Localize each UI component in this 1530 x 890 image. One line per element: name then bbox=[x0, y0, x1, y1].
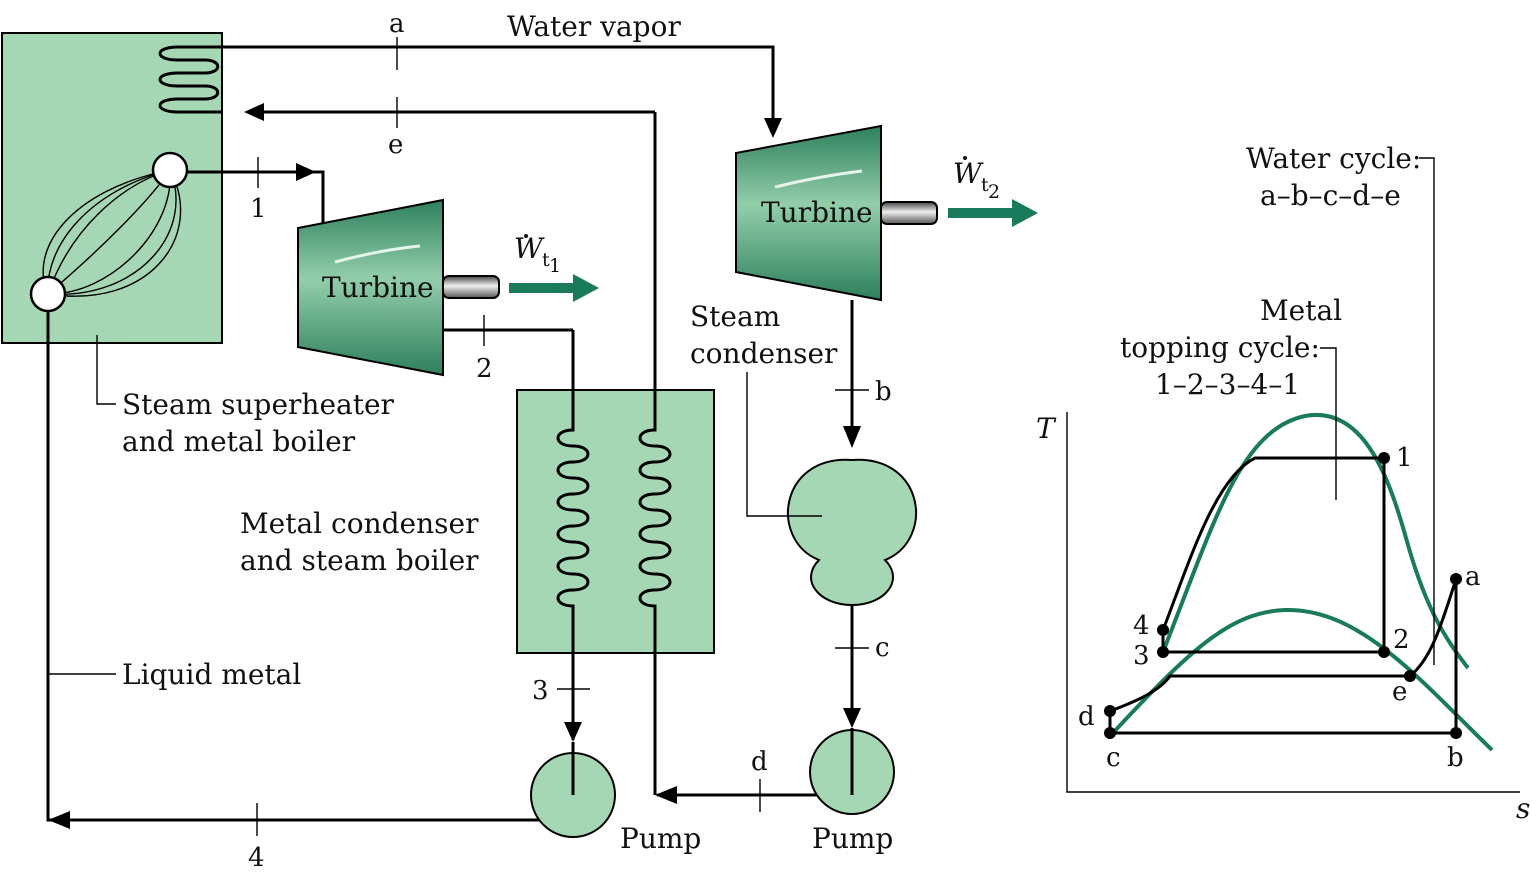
svg-text:c: c bbox=[875, 633, 890, 663]
svg-text:c: c bbox=[1106, 743, 1121, 773]
ts-axis-s: s bbox=[1516, 792, 1530, 825]
svg-text:3: 3 bbox=[532, 676, 549, 706]
svg-text:2: 2 bbox=[988, 181, 1000, 203]
svg-text:W: W bbox=[953, 157, 984, 190]
svg-text:e: e bbox=[388, 130, 403, 160]
steam-condenser bbox=[786, 458, 918, 607]
svg-text:d: d bbox=[751, 747, 768, 777]
water-cycle-path: a–b–c–d–e bbox=[1260, 179, 1401, 212]
svg-text:2: 2 bbox=[1393, 625, 1410, 655]
pump-2: Pump bbox=[809, 728, 895, 855]
pump-1: Pump bbox=[530, 742, 701, 855]
water-vapor-label: Water vapor bbox=[507, 10, 681, 43]
turbine-2-label: Turbine bbox=[761, 196, 873, 229]
svg-text:1: 1 bbox=[549, 255, 561, 277]
metal-condenser-label-line2: and steam boiler bbox=[240, 544, 479, 577]
superheater-label-line1: Steam superheater bbox=[122, 388, 395, 421]
svg-text:3: 3 bbox=[1133, 641, 1150, 671]
work-label-1: W t 1 bbox=[514, 232, 561, 277]
superheater-label-line2: and metal boiler bbox=[122, 425, 356, 458]
pump-2-label: Pump bbox=[812, 822, 893, 855]
metal-condenser-steam-boiler bbox=[516, 112, 715, 795]
svg-text:1: 1 bbox=[1396, 443, 1413, 473]
steam-condenser-label-line1: Steam bbox=[690, 300, 780, 333]
svg-text:d: d bbox=[1078, 702, 1095, 732]
pump-1-label: Pump bbox=[620, 822, 701, 855]
svg-text:b: b bbox=[875, 377, 892, 407]
ts-axis-T: T bbox=[1036, 412, 1057, 445]
svg-text:e: e bbox=[1392, 677, 1407, 707]
steam-superheater-metal-boiler bbox=[1, 32, 223, 344]
svg-text:W: W bbox=[514, 232, 545, 265]
turbine-2: Turbine bbox=[735, 124, 938, 302]
svg-text:t: t bbox=[542, 249, 550, 271]
svg-text:2: 2 bbox=[476, 354, 493, 384]
svg-text:b: b bbox=[1447, 743, 1464, 773]
svg-text:4: 4 bbox=[1133, 611, 1150, 641]
state-markers: a e 1 2 3 4 b c d bbox=[248, 9, 892, 873]
water-cycle-title: Water cycle: bbox=[1246, 142, 1421, 175]
steam-condenser-label-line2: condenser bbox=[690, 337, 838, 370]
water-saturation-dome bbox=[1110, 607, 1494, 752]
turbine-1-label: Turbine bbox=[322, 271, 434, 304]
component-labels: Water vapor Steam superheater and metal … bbox=[48, 10, 838, 691]
svg-text:a: a bbox=[389, 9, 405, 39]
ts-diagram: T s 1 2 3 4 a b c d e Water cycle: bbox=[1036, 142, 1530, 825]
metal-cycle-path: 1–2–3–4–1 bbox=[1155, 368, 1300, 401]
work-arrow-1 bbox=[509, 274, 599, 302]
svg-text:a: a bbox=[1465, 562, 1481, 592]
svg-text:1: 1 bbox=[250, 194, 267, 224]
svg-text:t: t bbox=[981, 174, 989, 196]
liquid-metal-label: Liquid metal bbox=[122, 658, 301, 691]
metal-cycle-title-line1: Metal bbox=[1260, 294, 1342, 327]
work-arrow-2 bbox=[948, 199, 1038, 227]
metal-saturation-dome bbox=[1161, 412, 1470, 670]
work-label-2: W t 2 bbox=[953, 156, 1000, 203]
svg-text:4: 4 bbox=[248, 843, 265, 873]
turbine-1: Turbine bbox=[297, 198, 500, 377]
piping bbox=[46, 45, 861, 829]
metal-cycle-title-line2: topping cycle: bbox=[1120, 331, 1320, 364]
metal-condenser-label-line1: Metal condenser bbox=[240, 507, 479, 540]
